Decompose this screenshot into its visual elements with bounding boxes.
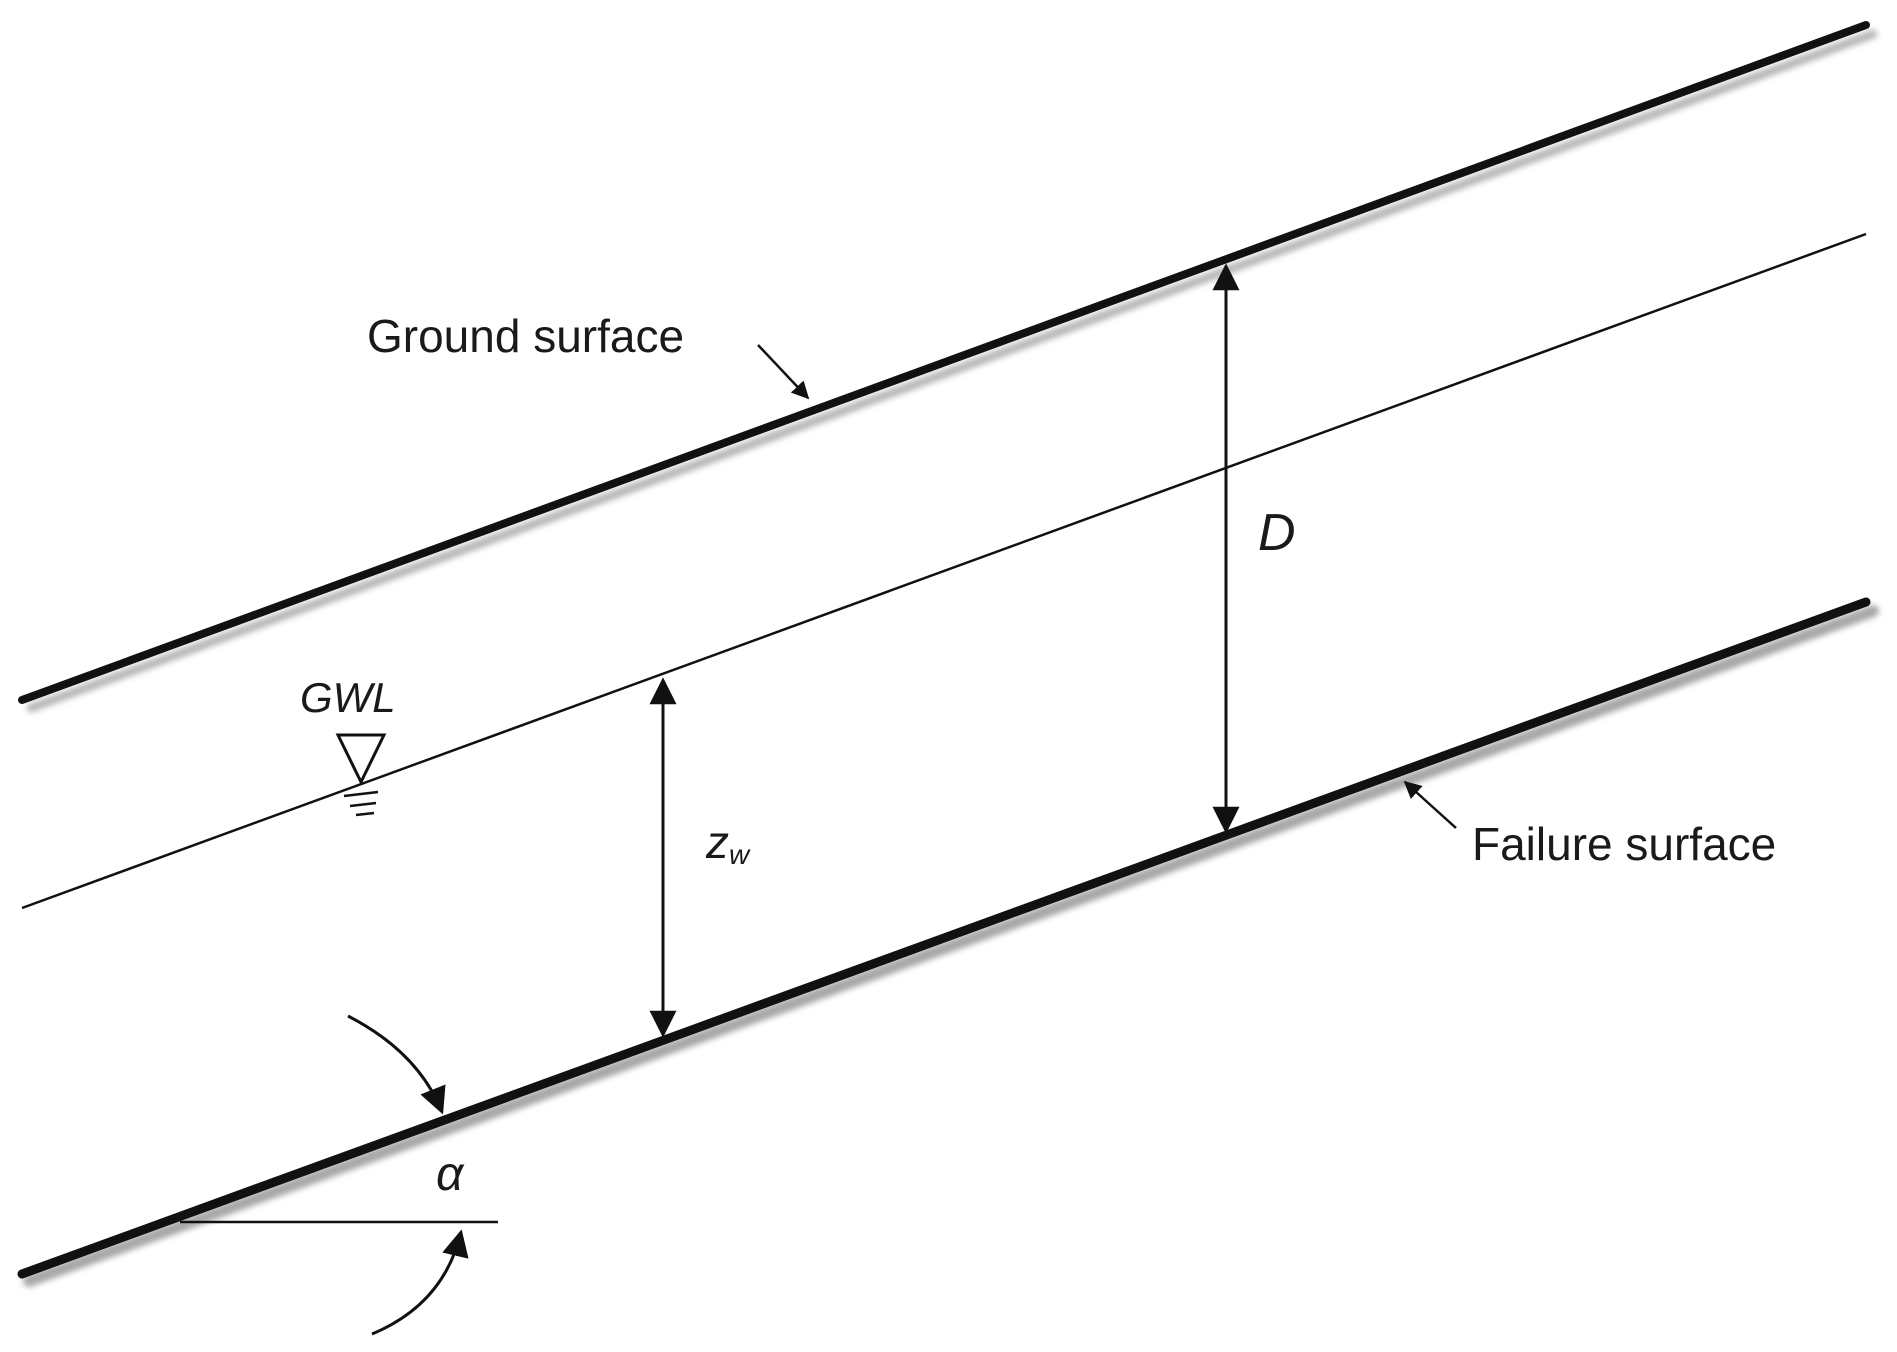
depth-label: D <box>1258 504 1296 562</box>
water-depth-label: zw <box>705 816 751 870</box>
gwl-label: GWL <box>300 674 396 721</box>
ground-surface-leader-arrow <box>757 344 810 400</box>
failure-surface-label: Failure surface <box>1472 818 1776 870</box>
water-depth-label-subscript: w <box>729 839 751 870</box>
failure-surface-line <box>17 597 1871 1279</box>
gwl-water-table-icon <box>335 733 387 817</box>
ground-surface <box>18 21 1878 713</box>
angle-arrow-upper <box>347 1014 446 1115</box>
failure-surface-leader-arrow <box>1403 780 1457 829</box>
ground-surface-line <box>18 21 1870 704</box>
water-depth-label-main: z <box>705 816 729 868</box>
failure-surface <box>17 597 1879 1287</box>
angle-arrow-lower <box>371 1229 469 1336</box>
groundwater-line <box>21 232 1867 910</box>
slope-angle-label: α <box>436 1148 465 1201</box>
ground-surface-label: Ground surface <box>367 310 684 362</box>
